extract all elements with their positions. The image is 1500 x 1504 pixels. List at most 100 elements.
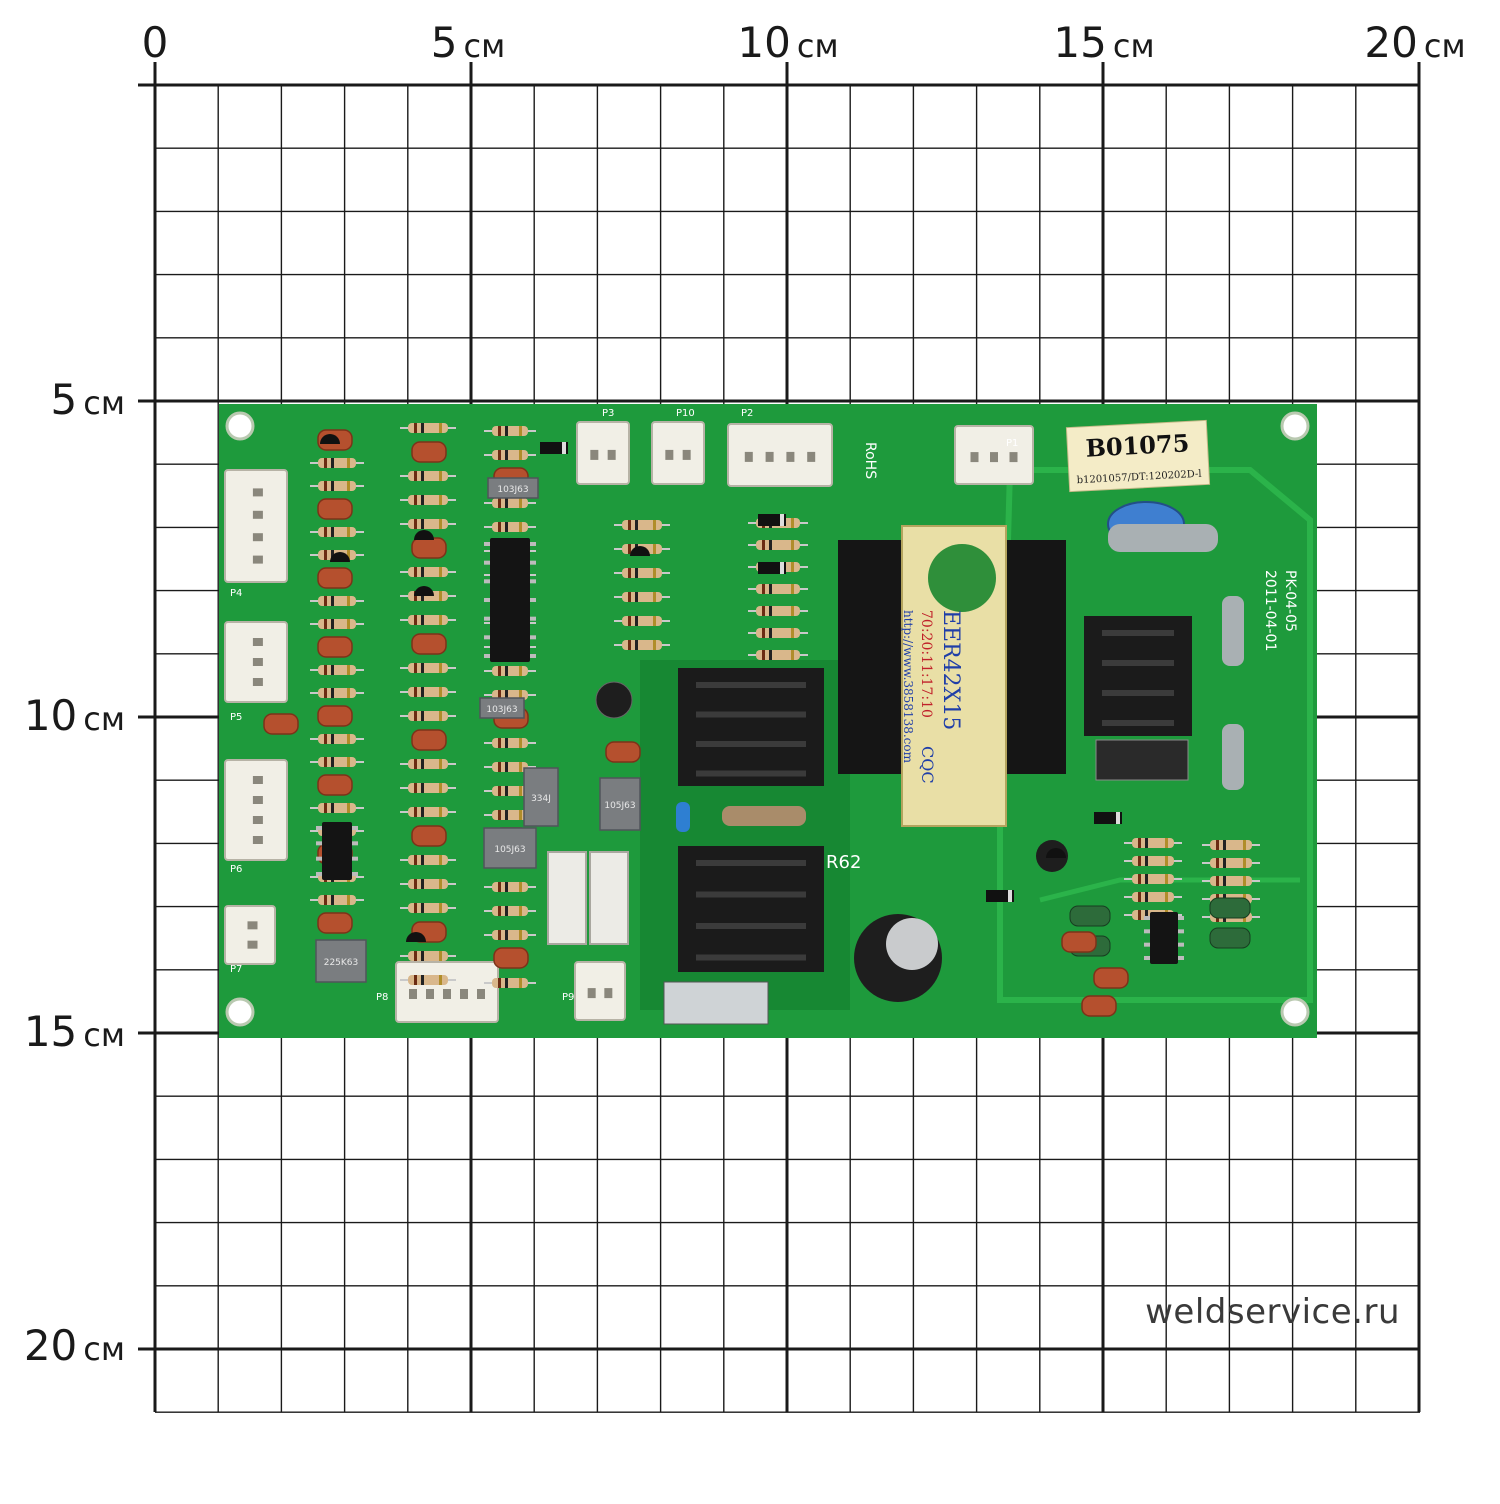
wirewound-resistor — [1222, 724, 1244, 790]
resistor-band — [421, 495, 424, 505]
connector — [224, 621, 288, 703]
connector — [727, 423, 833, 487]
resistor-band — [635, 640, 638, 650]
resistor-body — [408, 759, 448, 769]
resistor — [400, 615, 456, 625]
connector-housing — [224, 905, 276, 965]
resistor-body — [318, 619, 356, 629]
resistor-band — [439, 471, 442, 481]
resistor-band — [1138, 874, 1141, 884]
transformer-date: 70:20:11:17:10 — [918, 610, 934, 718]
ic-pin — [530, 616, 536, 621]
resistor — [400, 687, 456, 697]
resistor-band — [331, 458, 334, 468]
resistor-band — [498, 522, 501, 532]
resistor-band — [519, 762, 522, 772]
resistor-band — [505, 786, 508, 796]
resistor-band — [414, 759, 417, 769]
resistor-band — [347, 895, 350, 905]
heatsink-fin — [696, 891, 806, 898]
resistor-band — [439, 663, 442, 673]
connector-pin — [744, 451, 753, 462]
resistor-band — [347, 619, 350, 629]
resistor-band — [421, 615, 424, 625]
resistor-body — [318, 481, 356, 491]
resistor-body — [492, 426, 528, 436]
resistor-body — [492, 930, 528, 940]
resistor-band — [498, 810, 501, 820]
resistor-band — [414, 711, 417, 721]
transformer: EER42X1570:20:11:17:10CQChttp://www.3858… — [838, 525, 1066, 827]
resistor-band — [1165, 874, 1168, 884]
resistor-band — [324, 481, 327, 491]
heatsink-fin — [696, 682, 806, 688]
board-code-text: PK-04-05 — [1282, 570, 1298, 632]
connector-pin — [604, 988, 613, 999]
ic-pin — [352, 826, 358, 830]
resistor-band — [498, 450, 501, 460]
resistor-band — [421, 663, 424, 673]
resistor-band — [439, 495, 442, 505]
resistor — [400, 711, 456, 721]
resistor-band — [628, 544, 631, 554]
transformer-text: EER42X1570:20:11:17:10CQChttp://www.3858… — [901, 610, 963, 784]
resistor-band — [439, 591, 442, 601]
integrated-circuit — [316, 822, 358, 880]
resistor — [484, 906, 536, 916]
connector-pin — [252, 510, 263, 519]
ic-pin — [352, 856, 358, 861]
transformer-logo — [928, 544, 996, 612]
resistor — [400, 807, 456, 817]
connector-pin — [252, 533, 263, 542]
resistor-band — [1138, 910, 1141, 920]
ceramic-capacitor — [411, 633, 447, 655]
resistor-band — [421, 855, 424, 865]
resistor-band — [347, 688, 350, 698]
resistor-band — [791, 562, 794, 572]
connector-pin — [252, 488, 263, 497]
resistor-band — [791, 628, 794, 638]
resistor-band — [769, 628, 772, 638]
resistor — [748, 650, 808, 660]
integrated-circuit — [1144, 912, 1184, 964]
mounting-hole — [1280, 411, 1310, 441]
resistor-band — [1216, 840, 1219, 850]
resistor-band — [791, 518, 794, 528]
connector-pin — [665, 449, 674, 460]
box-capacitor: 105J63 — [599, 777, 641, 831]
resistor — [400, 975, 456, 985]
resistor — [310, 619, 364, 629]
resistor-band — [505, 666, 508, 676]
resistor-band — [331, 527, 334, 537]
power-resistor-r53 — [722, 806, 806, 826]
resistor-band — [653, 592, 656, 602]
ic-pin — [1144, 956, 1150, 960]
resistor-band — [1138, 856, 1141, 866]
resistor — [484, 882, 536, 892]
connector-pin — [990, 452, 998, 463]
resistor-band — [635, 616, 638, 626]
resistor-band — [324, 596, 327, 606]
resistor-body — [408, 495, 448, 505]
resistor-body — [318, 757, 356, 767]
resistor-band — [1165, 856, 1168, 866]
resistor-band — [1165, 892, 1168, 902]
ceramic-capacitor — [317, 774, 353, 796]
resistor-band — [1145, 892, 1148, 902]
ic-pin — [484, 560, 490, 565]
resistor — [748, 584, 808, 594]
connector-pin — [252, 555, 263, 564]
ceramic-capacitor — [411, 729, 447, 751]
resistor-band — [519, 786, 522, 796]
connector-pin — [765, 451, 774, 462]
resistor-body — [492, 450, 528, 460]
resistor-band — [347, 757, 350, 767]
connector-pin — [252, 776, 263, 784]
resistor-band — [519, 906, 522, 916]
box-capacitor-body — [523, 767, 559, 827]
transistor — [414, 530, 434, 540]
resistor-body — [1132, 856, 1174, 866]
box-capacitor-label: 103J63 — [486, 705, 517, 715]
